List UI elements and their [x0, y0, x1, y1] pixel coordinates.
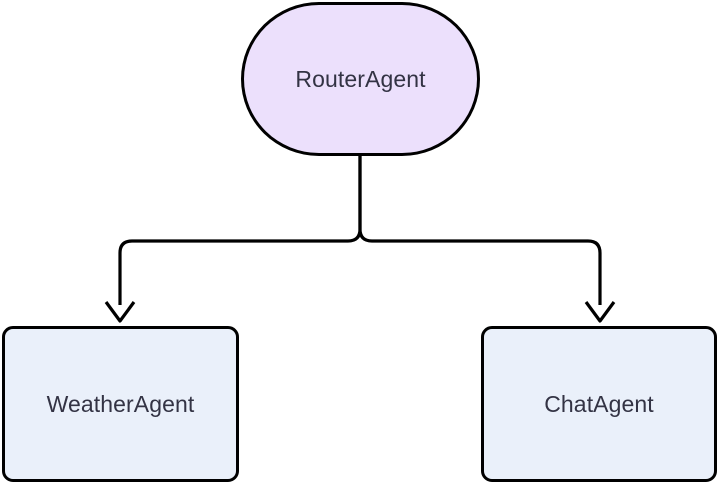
edge-path-router-to-chat [358, 156, 602, 305]
node-chat-agent[interactable]: ChatAgent [481, 326, 717, 482]
arrowhead-icon-chat [584, 301, 616, 323]
node-label-router-agent: RouterAgent [295, 65, 426, 92]
edge-path-router-to-weather [118, 156, 362, 305]
node-label-chat-agent: ChatAgent [544, 390, 654, 417]
node-label-weather-agent: WeatherAgent [46, 390, 195, 417]
node-router-agent[interactable]: RouterAgent [241, 2, 480, 156]
node-weather-agent[interactable]: WeatherAgent [2, 326, 239, 482]
arrowhead-icon-weather [104, 301, 136, 323]
